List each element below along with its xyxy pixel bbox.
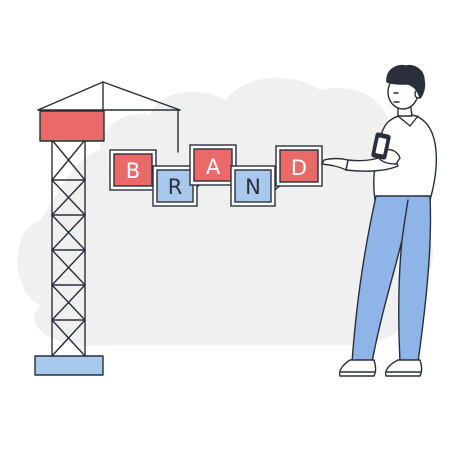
man-left-shoe	[338, 359, 377, 377]
letter-block-d-label: D	[291, 156, 307, 180]
letter-block-n: N	[230, 165, 276, 207]
man-figure	[321, 64, 438, 377]
crane-base	[34, 355, 104, 376]
letter-block-a: A	[189, 144, 237, 186]
brand-blocks: B R A N D	[109, 144, 323, 207]
background-blob	[17, 77, 434, 346]
letter-block-n-label: N	[245, 175, 261, 199]
letter-block-d: D	[275, 145, 323, 187]
man-right-shoe	[384, 359, 423, 377]
letter-block-a-label: A	[206, 155, 221, 179]
crane	[34, 81, 181, 376]
letter-block-b: B	[109, 149, 157, 191]
letter-block-r-label: R	[168, 175, 183, 199]
crane-counterweight	[39, 110, 105, 142]
letter-block-b-label: B	[126, 159, 140, 183]
man-hair	[386, 64, 426, 99]
man-front-hand	[321, 157, 349, 171]
